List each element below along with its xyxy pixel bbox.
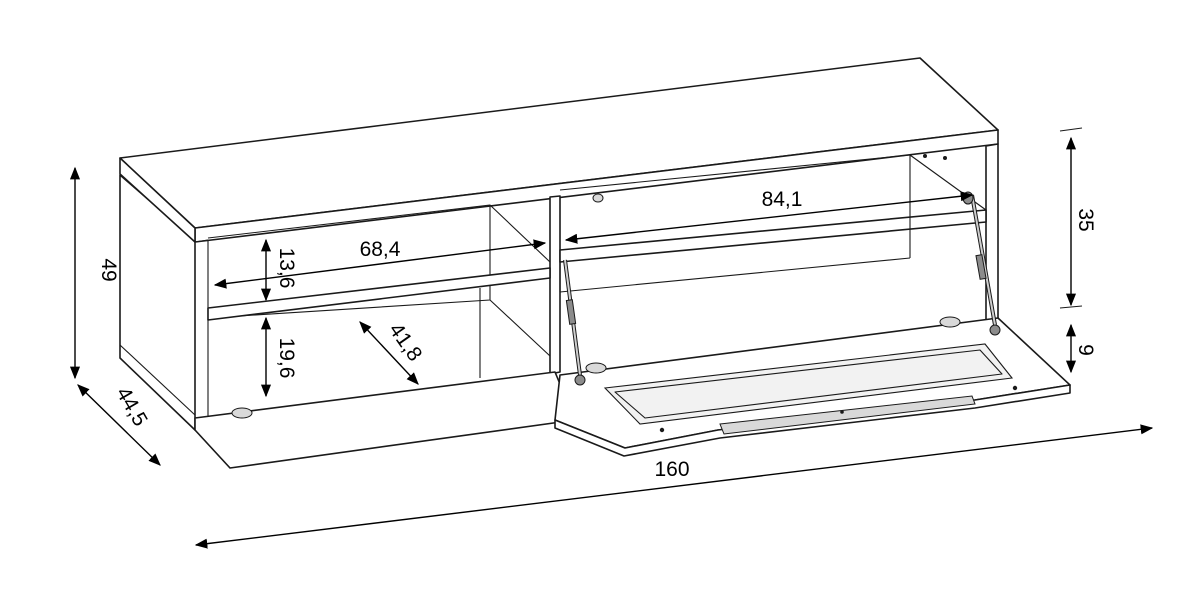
- right-shelf: [559, 209, 987, 263]
- height-label: 49: [97, 258, 120, 281]
- lower-shelf-height-label: 19,6: [275, 338, 298, 379]
- flap-offset-label: 9: [1074, 344, 1097, 356]
- handle-recess: [603, 343, 1014, 425]
- plinth-left: [119, 344, 196, 416]
- right-flap-door: [554, 317, 1071, 457]
- center-divider: [549, 195, 561, 375]
- hardware: [231, 154, 1018, 433]
- upper-shelf-height-label: 13,6: [275, 248, 298, 289]
- left-shelf: [207, 267, 551, 321]
- left-compartment-width-label: 68,4: [360, 238, 401, 261]
- dimension-lines: [69, 127, 1154, 549]
- flap-height-label: 35: [1074, 208, 1097, 231]
- left-flap-panel: [194, 371, 576, 469]
- width-label: 160: [654, 458, 689, 481]
- right-compartment-width-label: 84,1: [762, 188, 803, 211]
- handle-recess-inner: [614, 349, 1003, 419]
- left-flap-door: [194, 371, 576, 469]
- inner-depth-label: 41,8: [384, 319, 426, 366]
- left-inner-edge: [194, 239, 209, 418]
